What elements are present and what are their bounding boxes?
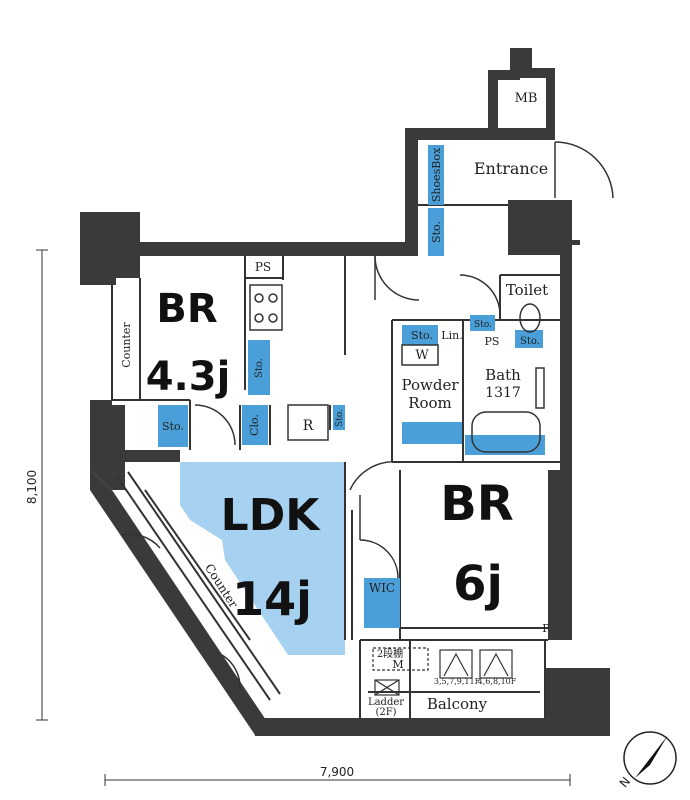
label-note-a: 3,5,7,9,11F xyxy=(434,677,481,686)
storage-areas xyxy=(158,145,545,628)
clo-storage xyxy=(242,405,268,445)
label-br-large: BR xyxy=(440,476,514,532)
label-ldk: LDK xyxy=(221,490,322,541)
door-swings xyxy=(121,141,614,691)
label-bath-size: 1317 xyxy=(485,385,521,401)
toilet-sto-box xyxy=(470,315,495,331)
wall-bottom-right xyxy=(545,668,610,736)
washer xyxy=(401,344,439,366)
wall-right-pillar xyxy=(508,200,580,640)
label-sto-toilet: Sto. xyxy=(474,320,492,330)
wall-mb xyxy=(488,48,555,128)
label-sto-wash: Sto. xyxy=(411,329,433,342)
ldk-highlight xyxy=(180,462,345,655)
wall-top-left xyxy=(80,212,140,285)
label-entrance: Entrance xyxy=(474,159,548,178)
powder-storage xyxy=(402,422,462,444)
toilet-storage xyxy=(515,330,543,348)
wall-bottom xyxy=(255,718,550,736)
wall-diagonal xyxy=(90,470,276,735)
label-lin: Lin. xyxy=(441,329,462,342)
label-p: P xyxy=(542,622,550,635)
label-ldk-size: 14j xyxy=(232,572,312,626)
label-sto-small: Sto. xyxy=(335,409,345,427)
fixtures xyxy=(249,284,545,453)
diagonal-window xyxy=(117,471,281,701)
wall-entrance-left xyxy=(405,128,418,256)
entrance-storage xyxy=(428,208,444,256)
label-clo: Clo. xyxy=(248,414,261,436)
kitchen-sink-storage xyxy=(248,340,270,395)
refrigerator xyxy=(287,404,329,441)
small-storage xyxy=(333,405,345,430)
label-ps-kitchen: PS xyxy=(255,260,271,274)
wash-storage xyxy=(402,325,438,345)
label-br-small-size: 4.3j xyxy=(146,354,231,400)
label-powder-room-2: Room xyxy=(408,394,452,412)
dimension-height: 8,100 xyxy=(25,470,39,504)
wic-storage xyxy=(364,578,400,628)
br-small-storage xyxy=(158,405,188,447)
label-note-b: 4,6,8,10F xyxy=(478,677,517,686)
bath-shelf xyxy=(535,367,545,409)
dimension-lines xyxy=(36,249,571,786)
label-m: M xyxy=(392,658,403,671)
compass-circle xyxy=(623,731,677,785)
label-ladder-1: Ladder xyxy=(368,697,404,708)
label-ps-toilet: PS xyxy=(485,335,500,348)
label-wic: WIC xyxy=(369,581,395,595)
stove xyxy=(249,284,283,331)
label-br-large-size: 6j xyxy=(453,556,503,612)
label-powder-room-1: Powder xyxy=(401,376,459,394)
label-sto-toilet2: Sto. xyxy=(520,336,540,347)
label-w: W xyxy=(415,348,429,363)
compass-label: N xyxy=(617,774,633,790)
label-ladder-2: (2F) xyxy=(375,707,396,718)
label-sto-br-small: Sto. xyxy=(162,420,184,433)
label-counter-left: Counter xyxy=(120,322,133,368)
compass: N xyxy=(617,731,677,790)
wall-entrance-top xyxy=(405,128,555,140)
label-mb: MB xyxy=(515,91,538,106)
label-toilet: Toilet xyxy=(506,281,548,299)
label-sto-entrance: Sto. xyxy=(430,221,443,243)
label-bath: Bath xyxy=(485,366,521,384)
label-sto-kitchen: Sto. xyxy=(254,358,265,378)
walls xyxy=(80,48,610,736)
shoebox-storage xyxy=(428,145,444,205)
partitions xyxy=(111,204,560,718)
balcony-fixtures xyxy=(372,647,513,696)
label-shoes-box: ShoesBox xyxy=(430,147,443,202)
compass-needle-icon xyxy=(635,735,668,778)
label-br-small: BR xyxy=(156,286,217,332)
labels: MB Entrance ShoesBox Sto. PS BR 4.3j Cou… xyxy=(120,91,550,718)
label-balcony: Balcony xyxy=(427,695,488,713)
dimension-width: 7,900 xyxy=(320,765,354,779)
label-m-note: 2段棚 xyxy=(377,647,403,660)
bathtub xyxy=(471,411,541,453)
wall-top-mid xyxy=(140,242,418,256)
toilet-bowl xyxy=(519,303,541,333)
label-r: R xyxy=(303,418,314,434)
wall-left-lower xyxy=(90,400,180,490)
bath-storage xyxy=(465,435,545,455)
